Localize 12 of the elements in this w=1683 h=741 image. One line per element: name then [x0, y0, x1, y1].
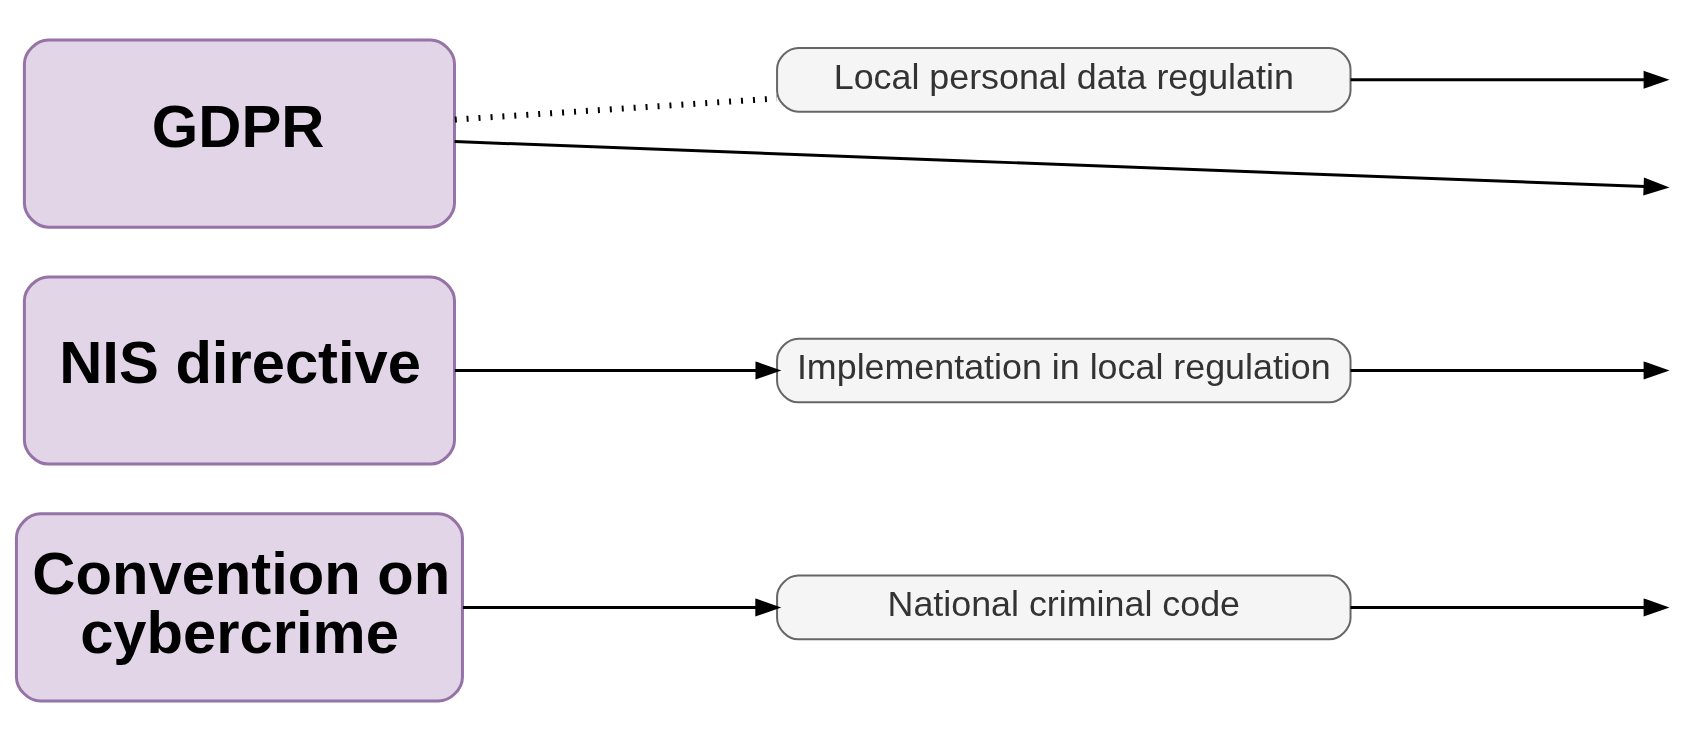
node-box: NIS directive — [22, 275, 456, 466]
node-box: GDPR — [22, 38, 456, 229]
arrow — [1350, 361, 1670, 380]
arrow — [462, 598, 782, 617]
node-box: Convention on cybercrime — [14, 512, 464, 703]
node-box: National criminal code — [776, 574, 1352, 641]
arrow — [1350, 70, 1670, 89]
arrow — [454, 361, 782, 380]
arrow — [454, 140, 1670, 196]
node-box: Implementation in local regulation — [776, 337, 1352, 404]
node-box: Local personal data regulatin — [776, 46, 1352, 113]
arrow — [1350, 598, 1670, 617]
